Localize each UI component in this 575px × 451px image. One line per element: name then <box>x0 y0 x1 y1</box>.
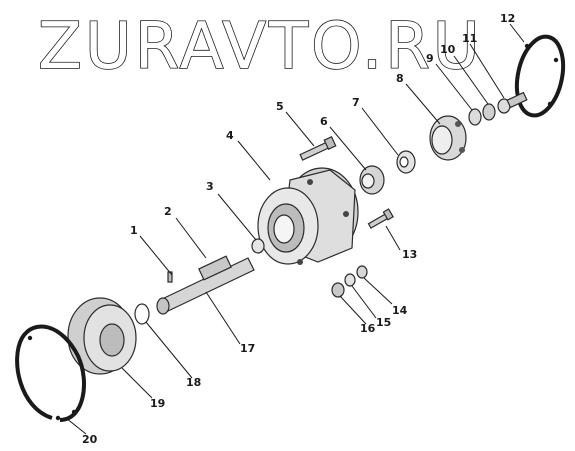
callout-2: 2 <box>164 205 172 218</box>
small-washers-top <box>468 91 528 126</box>
callout-20: 20 <box>82 433 98 446</box>
callout-7: 7 <box>352 96 360 109</box>
ring-18 <box>134 303 150 325</box>
flange-coupling <box>429 115 467 161</box>
gasket-right <box>514 34 566 118</box>
leader-lines <box>65 23 525 435</box>
callout-15: 15 <box>376 316 391 329</box>
callout-10: 10 <box>440 43 456 56</box>
callout-14: 14 <box>392 304 408 317</box>
callout-4: 4 <box>226 129 234 142</box>
callout-17: 17 <box>240 342 255 355</box>
small-nuts <box>331 265 368 298</box>
callout-13: 13 <box>402 248 417 261</box>
main-housing <box>257 167 359 265</box>
callout-6: 6 <box>320 115 328 128</box>
callout-5: 5 <box>276 100 284 113</box>
bolt-right <box>367 208 394 229</box>
callout-11: 11 <box>462 32 477 45</box>
watermark-text: ZURAVTO.RU <box>38 10 483 84</box>
callouts: 1 2 3 4 5 6 7 8 9 10 11 12 13 14 15 16 1… <box>82 12 515 446</box>
bolt-top <box>299 135 337 161</box>
bushings <box>359 150 416 195</box>
callout-19: 19 <box>150 397 165 410</box>
callout-18: 18 <box>186 376 201 389</box>
callout-16: 16 <box>360 322 376 335</box>
gasket-left <box>15 324 86 422</box>
callout-8: 8 <box>396 72 404 85</box>
callout-9: 9 <box>426 52 434 65</box>
gear-disc <box>67 297 137 375</box>
shaft <box>156 255 255 315</box>
callout-3: 3 <box>206 180 214 193</box>
callout-12: 12 <box>500 12 515 25</box>
ring-small <box>251 238 265 254</box>
callout-1: 1 <box>130 224 138 237</box>
